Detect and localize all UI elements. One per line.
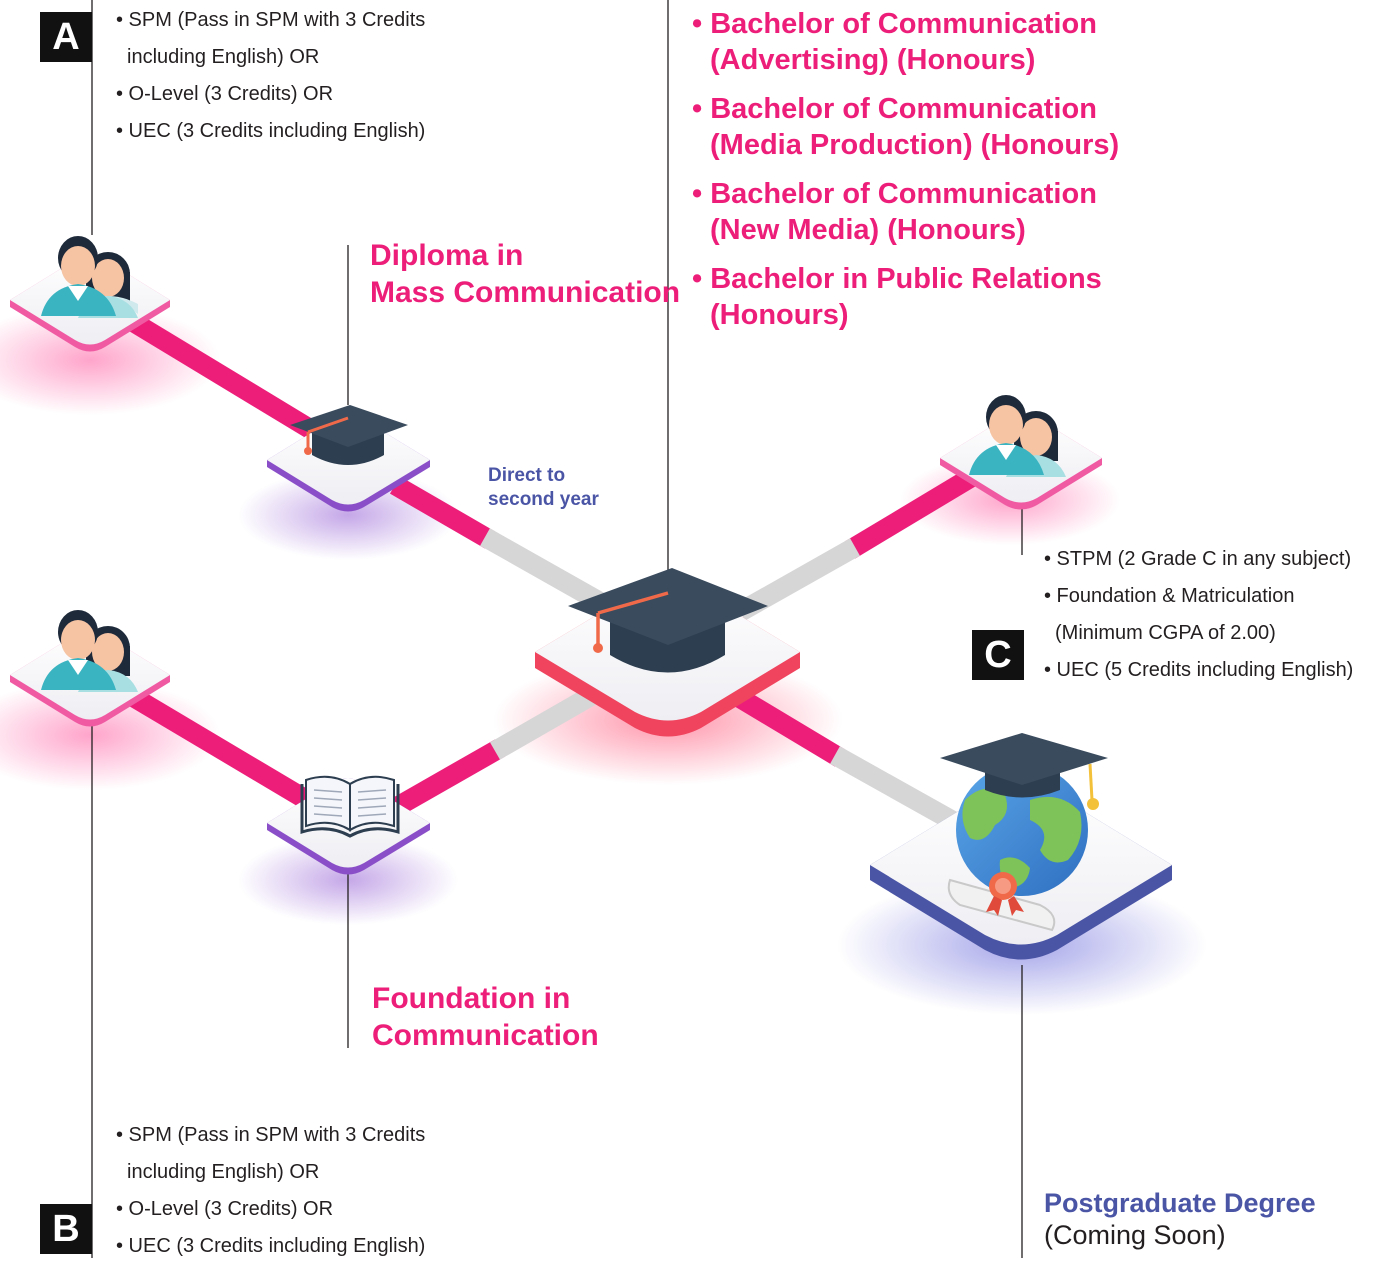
path-b-requirements: • SPM (Pass in SPM with 3 Credits includ… (116, 1117, 425, 1265)
globe-diploma-icon (940, 733, 1108, 932)
requirement-line: • UEC (5 Credits including English) (1044, 659, 1354, 681)
students-icon (969, 395, 1066, 477)
note-line1: Direct to (488, 465, 566, 486)
path-b-badge: B (40, 1204, 92, 1254)
open-book-icon (300, 775, 400, 838)
programme-line2: (Honours) (710, 299, 849, 331)
bachelor-programme-item: • Bachelor of Communication (New Media) … (692, 176, 1119, 248)
requirement-line: including English) OR (127, 1161, 320, 1183)
note-line2: second year (488, 489, 599, 510)
bachelor-programme-list: • Bachelor of Communication (Advertising… (692, 6, 1119, 346)
connector-b-foundation (124, 686, 321, 814)
callout-lines (91, 0, 1023, 1258)
connector-degree-postgrad-pink (729, 686, 846, 767)
graduation-cap-icon (568, 568, 768, 673)
requirement-line: • SPM (Pass in SPM with 3 Credits (116, 9, 426, 31)
programme-line1: • Bachelor of Communication (692, 93, 1097, 125)
programme-line2: (Advertising) (Honours) (710, 44, 1036, 76)
connector-a-diploma (124, 311, 321, 441)
programme-line2: (Media Production) (Honours) (710, 129, 1120, 161)
path-a-badge: A (40, 12, 92, 62)
requirement-line: • Foundation & Matriculation (1044, 585, 1295, 607)
direct-to-second-year-note: Direct to second year (488, 464, 599, 512)
requirement-line: (Minimum CGPA of 2.00) (1055, 622, 1276, 644)
programme-line2: (New Media) (Honours) (710, 214, 1026, 246)
postgraduate-status: (Coming Soon) (1044, 1220, 1226, 1250)
postgraduate-title: Postgraduate Degree (1044, 1188, 1316, 1218)
students-icon (41, 610, 138, 692)
requirement-line: • O-Level (3 Credits) OR (116, 83, 334, 105)
diploma-title-line2: Mass Communication (370, 276, 681, 309)
bachelor-programme-item: • Bachelor in Public Relations (Honours) (692, 261, 1119, 333)
requirement-line: • STPM (2 Grade C in any subject) (1044, 548, 1352, 570)
bachelor-programme-item: • Bachelor of Communication (Media Produ… (692, 91, 1119, 163)
diploma-title: Diploma in Mass Communication (370, 237, 680, 311)
requirement-line: • SPM (Pass in SPM with 3 Credits (116, 1124, 426, 1146)
connector-diploma-degree-pink (389, 476, 496, 549)
diploma-title-line1: Diploma in (370, 239, 524, 272)
path-c-requirements: • STPM (2 Grade C in any subject) • Foun… (1044, 541, 1353, 689)
connector-diploma-degree-grey (480, 528, 605, 611)
students-icon (41, 236, 138, 318)
connector-degree-postgrad-grey (830, 746, 965, 834)
postgraduate-label: Postgraduate Degree (Coming Soon) (1044, 1187, 1316, 1251)
path-c-badge: C (972, 630, 1024, 680)
requirement-line: • UEC (3 Credits including English) (116, 1235, 426, 1257)
foundation-title: Foundation in Communication (372, 980, 599, 1054)
requirement-line: including English) OR (127, 46, 320, 68)
graduation-cap-icon (290, 405, 408, 465)
connector-c-degree-grey (735, 538, 860, 621)
requirement-line: • UEC (3 Credits including English) (116, 120, 426, 142)
connector-c-degree-pink (844, 466, 981, 559)
foundation-title-line1: Foundation in (372, 982, 571, 1015)
bachelor-programme-item: • Bachelor of Communication (Advertising… (692, 6, 1119, 78)
path-a-requirements: • SPM (Pass in SPM with 3 Credits includ… (116, 2, 425, 150)
programme-line1: • Bachelor of Communication (692, 178, 1097, 210)
connector-lines (124, 311, 981, 834)
connector-foundation-degree-pink (390, 739, 505, 817)
requirement-line: • O-Level (3 Credits) OR (116, 1198, 334, 1220)
programme-line1: • Bachelor in Public Relations (692, 263, 1102, 295)
programme-line1: • Bachelor of Communication (692, 8, 1097, 40)
foundation-title-line2: Communication (372, 1019, 599, 1052)
